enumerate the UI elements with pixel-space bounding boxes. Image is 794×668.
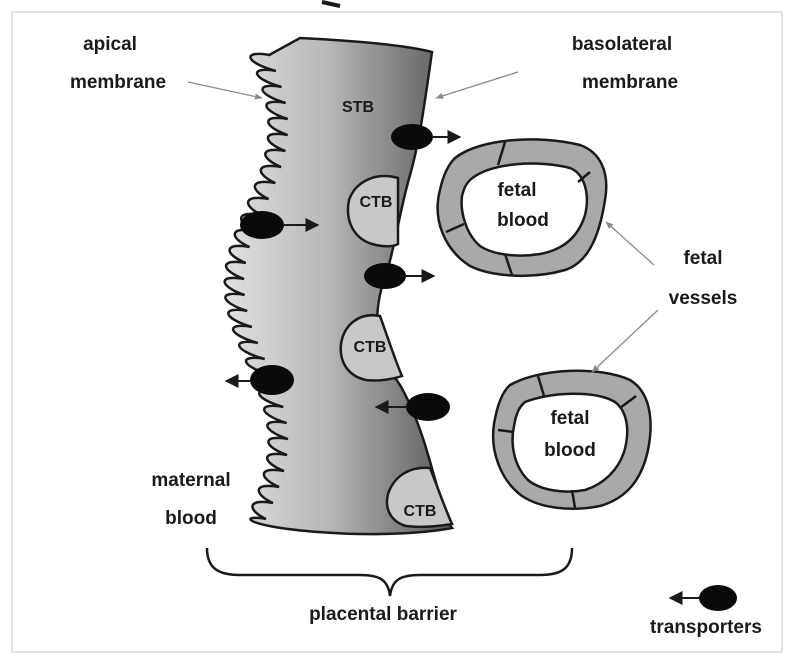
fetal-vessel-1 — [438, 139, 607, 275]
legend-transporter-symbol — [670, 585, 737, 611]
transporter-1 — [391, 124, 460, 150]
placental-barrier-label: placental barrier — [309, 604, 457, 625]
syncytiotrophoblast-layer — [225, 38, 452, 534]
transporter-3 — [364, 263, 434, 289]
placental-barrier-brace — [207, 548, 572, 596]
ctb-label-1: CTB — [360, 194, 393, 211]
ctb-label-2: CTB — [354, 339, 387, 356]
fetal-vessels-label-line2: vessels — [669, 288, 738, 309]
fetal-vessels-pointer-2 — [592, 310, 658, 372]
transporters-legend-label: transporters — [650, 617, 762, 638]
fetal-vessels-label-line1: fetal — [683, 248, 722, 269]
apical-membrane-label-line2: membrane — [70, 72, 166, 93]
basolateral-pointer — [436, 72, 518, 98]
fetal-blood-label-1-line2: blood — [497, 210, 549, 231]
basolateral-membrane-label-line2: membrane — [582, 72, 678, 93]
basolateral-membrane-label-line1: basolateral — [572, 34, 672, 55]
stb-label: STB — [342, 99, 374, 116]
maternal-blood-label-line2: blood — [165, 508, 217, 529]
apical-pointer — [188, 82, 262, 98]
maternal-blood-label-line1: maternal — [151, 470, 230, 491]
ctb-label-3: CTB — [404, 503, 437, 520]
top-edge-fragment — [322, 2, 340, 6]
fetal-blood-label-2-line1: fetal — [550, 408, 589, 429]
fetal-blood-label-2-line2: blood — [544, 440, 596, 461]
apical-membrane-label-line1: apical — [83, 34, 137, 55]
fetal-vessels-pointer-1 — [606, 222, 654, 265]
fetal-blood-label-1-line1: fetal — [497, 180, 536, 201]
transporter-4 — [226, 365, 294, 395]
